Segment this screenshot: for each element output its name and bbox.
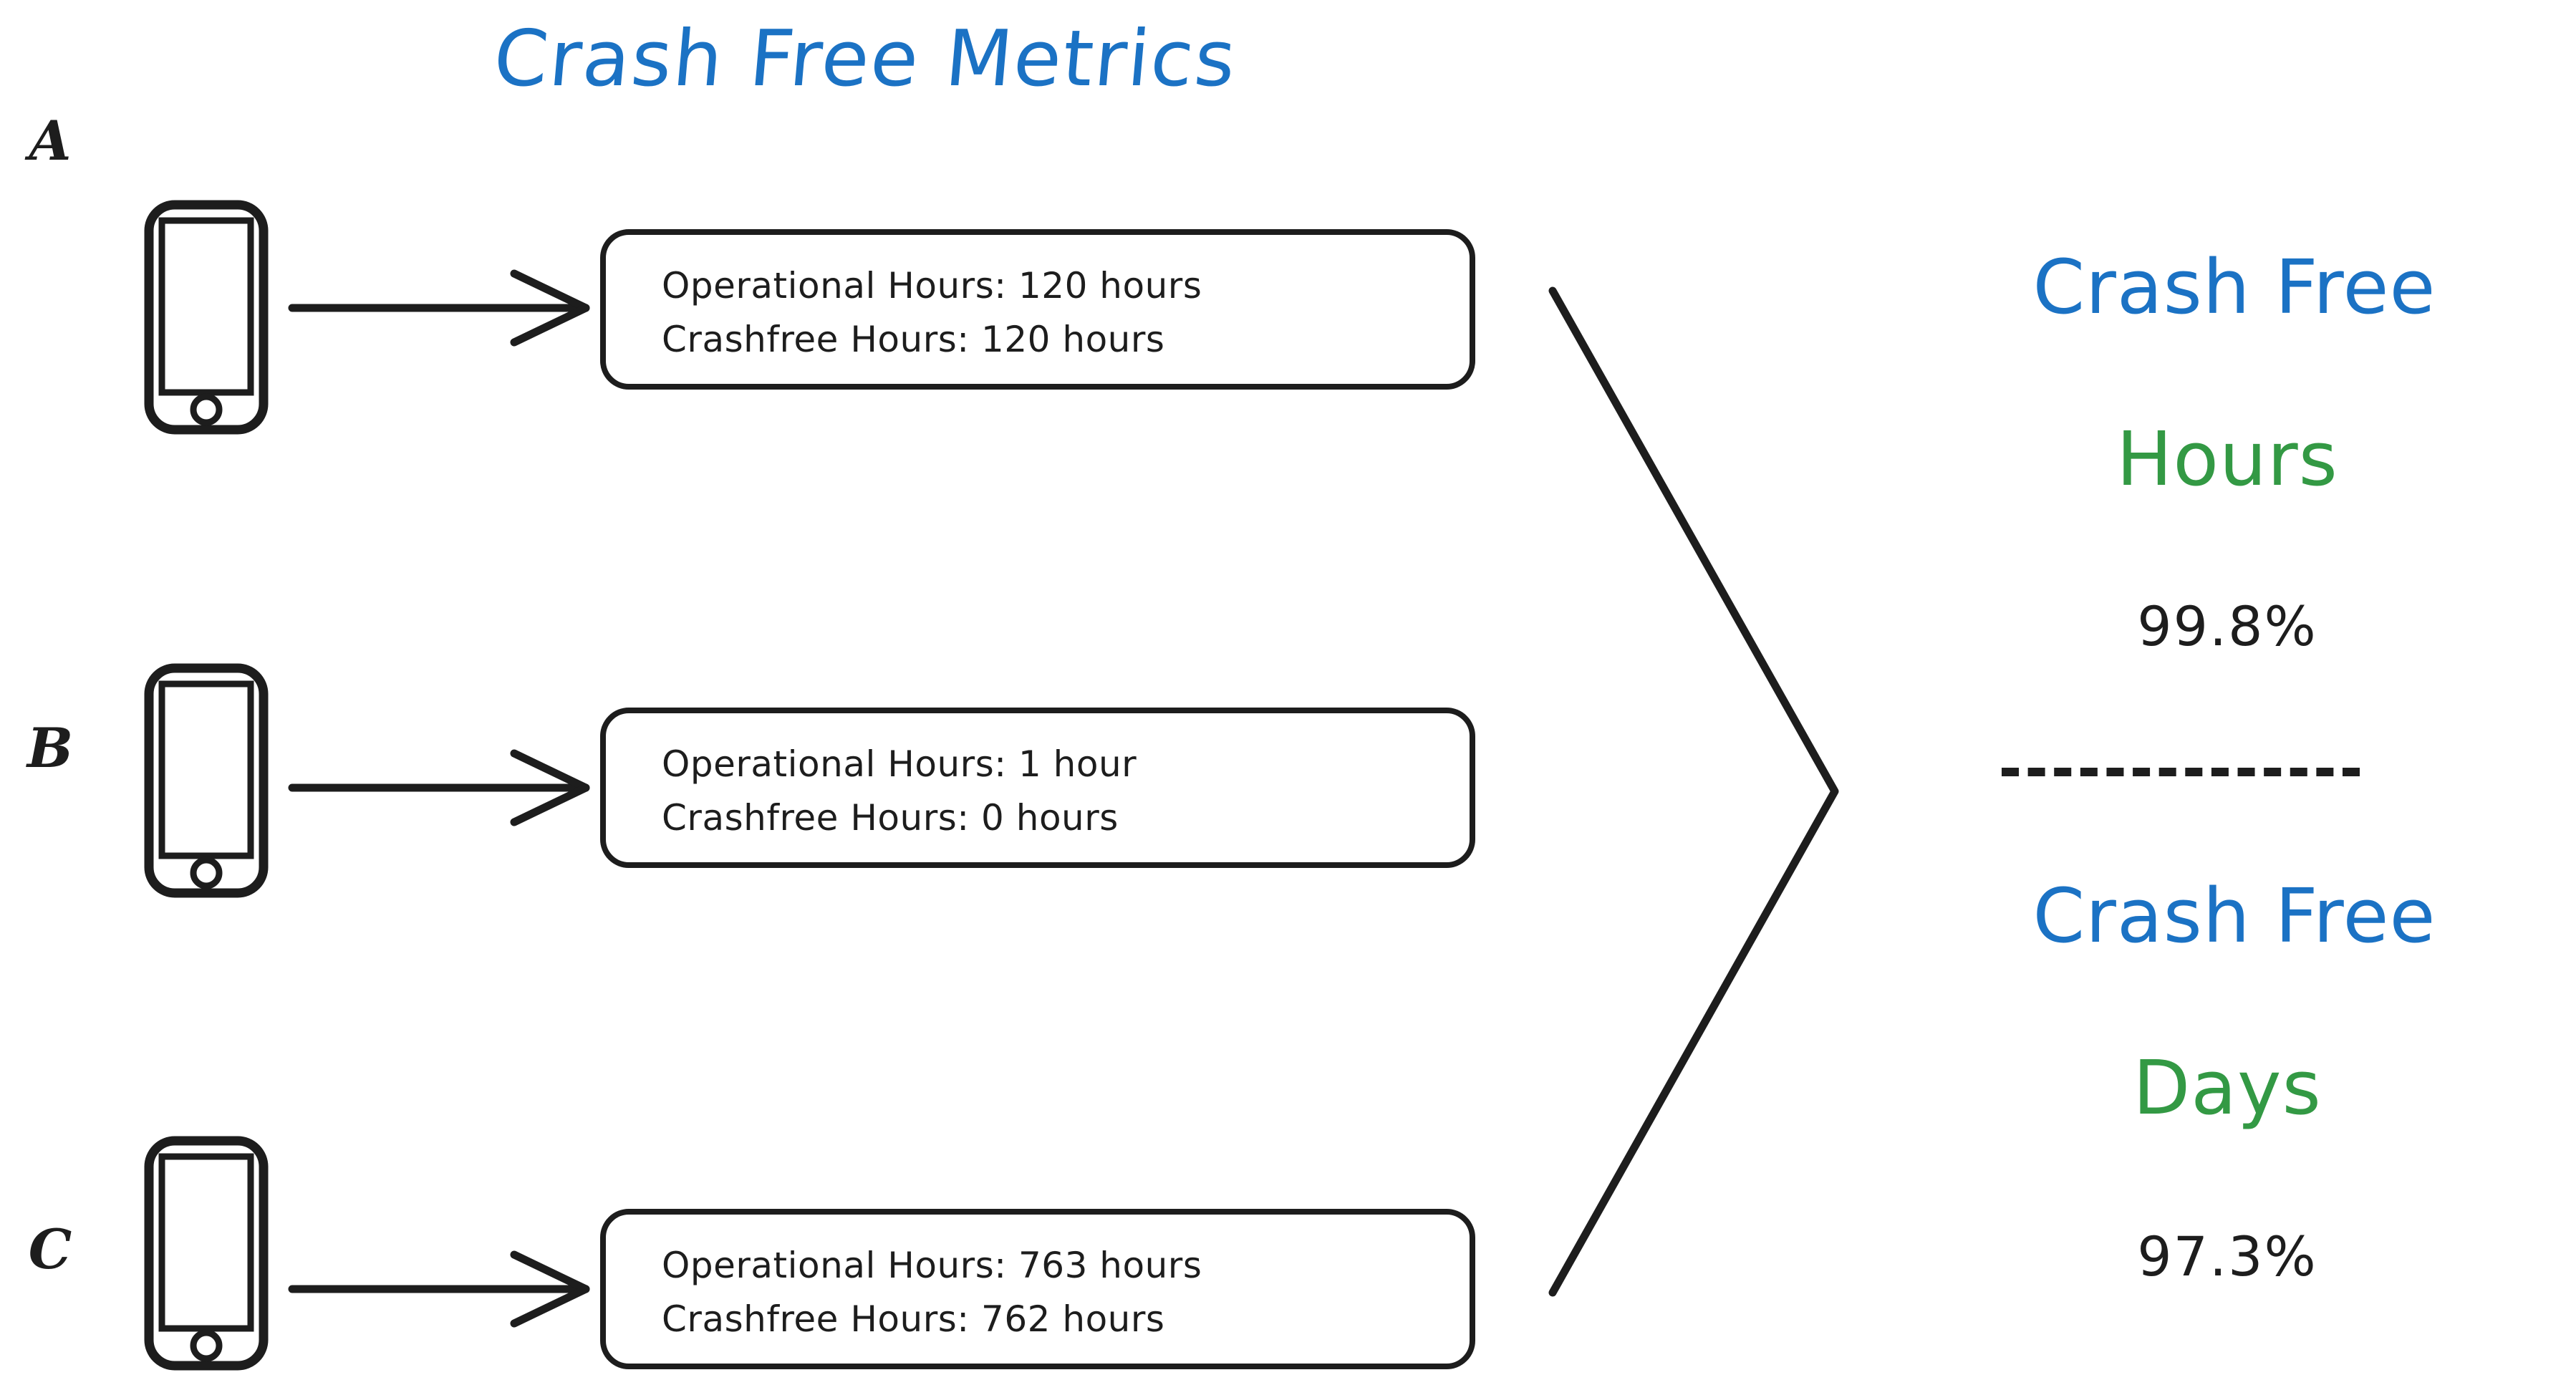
metrics-box-b: Operational Hours: 1 hour Crashfree Hour… <box>600 708 1475 868</box>
arrow-right-icon <box>286 265 602 354</box>
arrow-right-icon <box>286 745 602 834</box>
metric-1-title-secondary: Hours <box>2116 415 2338 503</box>
metric-2-value: 97.3% <box>2137 1225 2317 1288</box>
operational-hours-b: Operational Hours: 1 hour <box>662 743 1137 785</box>
operational-hours-c: Operational Hours: 763 hours <box>662 1245 1202 1286</box>
metric-2-title-primary: Crash Free <box>2032 872 2436 960</box>
metric-1-value: 99.8% <box>2137 594 2317 658</box>
metric-1-title-primary: Crash Free <box>2032 243 2436 331</box>
page-title: Crash Free Metrics <box>490 14 1241 104</box>
mobile-phone-icon <box>142 1135 271 1374</box>
device-label-a: A <box>29 109 72 173</box>
arrow-right-icon <box>286 1246 602 1335</box>
device-label-c: C <box>28 1217 72 1281</box>
crashfree-hours-b: Crashfree Hours: 0 hours <box>662 797 1119 839</box>
dashed-divider <box>2002 768 2360 785</box>
mobile-phone-icon <box>142 662 271 902</box>
crashfree-hours-a: Crashfree Hours: 120 hours <box>662 319 1165 360</box>
converging-bracket-icon <box>1504 258 1891 1332</box>
metrics-box-c: Operational Hours: 763 hours Crashfree H… <box>600 1209 1475 1369</box>
device-label-b: B <box>26 716 74 780</box>
metrics-box-a: Operational Hours: 120 hours Crashfree H… <box>600 229 1475 390</box>
mobile-phone-icon <box>142 199 271 438</box>
crashfree-hours-c: Crashfree Hours: 762 hours <box>662 1298 1165 1340</box>
operational-hours-a: Operational Hours: 120 hours <box>662 265 1202 307</box>
metric-2-title-secondary: Days <box>2133 1044 2322 1131</box>
